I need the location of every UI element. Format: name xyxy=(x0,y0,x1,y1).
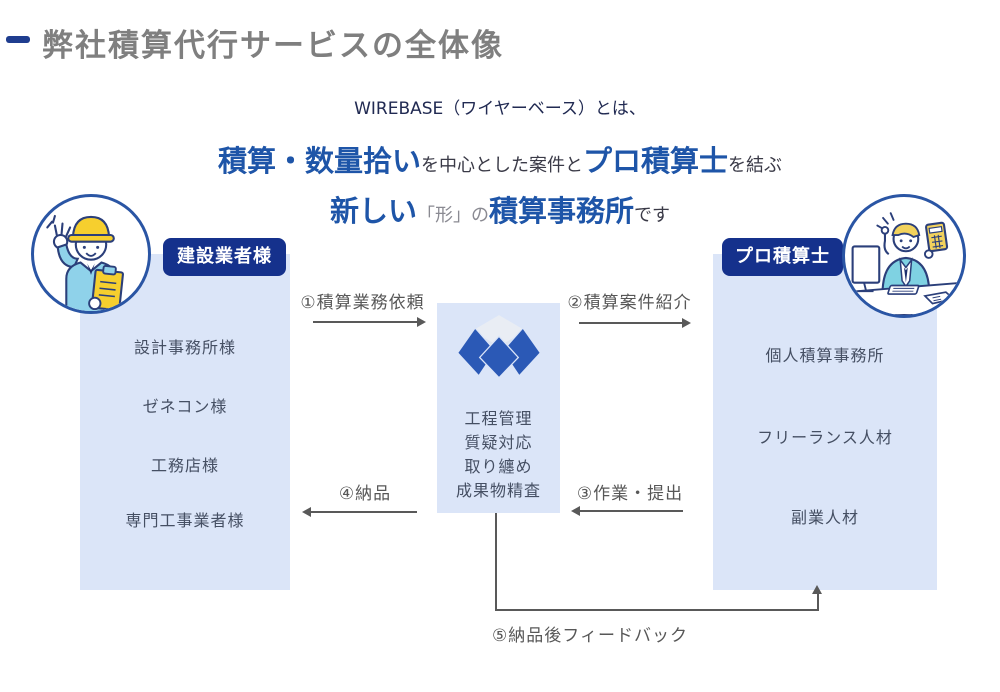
center-role-list: 工程管理 質疑対応 取り纏め 成果物精査 xyxy=(437,407,560,503)
hard-hat xyxy=(71,215,111,238)
wirebase-logo-icon xyxy=(456,315,541,379)
center-item-qa-response: 質疑対応 xyxy=(464,433,533,452)
right-item-individual-office: 個人積算事務所 xyxy=(765,346,885,365)
left-item-design-office: 設計事務所様 xyxy=(133,338,236,357)
flow-step4-label: ④納品 xyxy=(338,484,392,504)
left-item-specialty-contractor: 専門工事業者様 xyxy=(125,511,245,530)
center-item-coordination: 取り纏め xyxy=(464,457,533,476)
title-dash-icon xyxy=(6,36,30,43)
arrowhead-right-icon xyxy=(417,317,426,327)
intro-highlight-office: 積算事務所 xyxy=(489,194,635,228)
intro-highlight-estimator: プロ積算士 xyxy=(583,144,729,178)
arrowhead-up-icon xyxy=(812,585,822,594)
wirebase-center-box: 工程管理 質疑対応 取り纏め 成果物精査 xyxy=(437,303,560,513)
construction-worker-icon xyxy=(46,214,124,311)
flow-step4-arrow xyxy=(302,507,417,517)
feedback-path-vertical-right xyxy=(817,592,819,611)
flow-step1-arrow xyxy=(313,317,426,327)
computer-monitor xyxy=(851,245,881,293)
arrowhead-right-icon xyxy=(682,318,691,328)
intro-line-3: 新しい「形」の積算事務所です xyxy=(329,194,671,228)
flow-step3-arrow xyxy=(571,506,683,516)
intro-highlight-new: 新しい xyxy=(329,194,417,228)
center-item-process-management: 工程管理 xyxy=(464,409,533,428)
flow-step5-label: ⑤納品後フィードバック xyxy=(492,626,688,646)
left-group-panel: 設計事務所様 ゼネコン様 工務店様 専門工事業者様 xyxy=(80,254,290,590)
calculator xyxy=(925,221,949,253)
arrowhead-left-icon xyxy=(571,506,580,516)
page-title: 弊社積算代行サービスの全体像 xyxy=(42,28,504,64)
feedback-path-horizontal xyxy=(495,609,819,611)
flow-step1-label: ①積算業務依頼 xyxy=(300,293,425,313)
keyboard xyxy=(887,284,920,295)
flow-step3-label: ③作業・提出 xyxy=(576,484,684,504)
intro-line-1: WIREBASE（ワイヤーベース）とは、 xyxy=(354,99,646,119)
intro-highlight-casework: 積算・数量拾い xyxy=(217,144,421,178)
left-item-builder: 工務店様 xyxy=(150,456,219,475)
right-group-badge: プロ積算士 xyxy=(722,238,843,276)
professional-estimator-illustration xyxy=(842,194,966,318)
intro-line-2: 積算・数量拾いを中心とした案件とプロ積算士を結ぶ xyxy=(217,144,783,178)
right-item-freelance: フリーランス人材 xyxy=(757,428,893,447)
left-item-general-contractor: ゼネコン様 xyxy=(142,397,228,416)
construction-worker-illustration xyxy=(31,194,151,314)
flow-step2-label: ②積算案件紹介 xyxy=(567,293,692,313)
right-item-side-job: 副業人材 xyxy=(790,508,859,527)
feedback-path-vertical-left xyxy=(495,513,497,611)
flow-step2-arrow xyxy=(579,318,691,328)
arrowhead-left-icon xyxy=(302,507,311,517)
desk xyxy=(845,281,963,315)
center-item-deliverable-review: 成果物精査 xyxy=(455,481,541,500)
blond-hair xyxy=(891,222,921,239)
professional-estimator-icon xyxy=(845,212,963,315)
left-group-badge: 建設業者様 xyxy=(163,238,286,276)
